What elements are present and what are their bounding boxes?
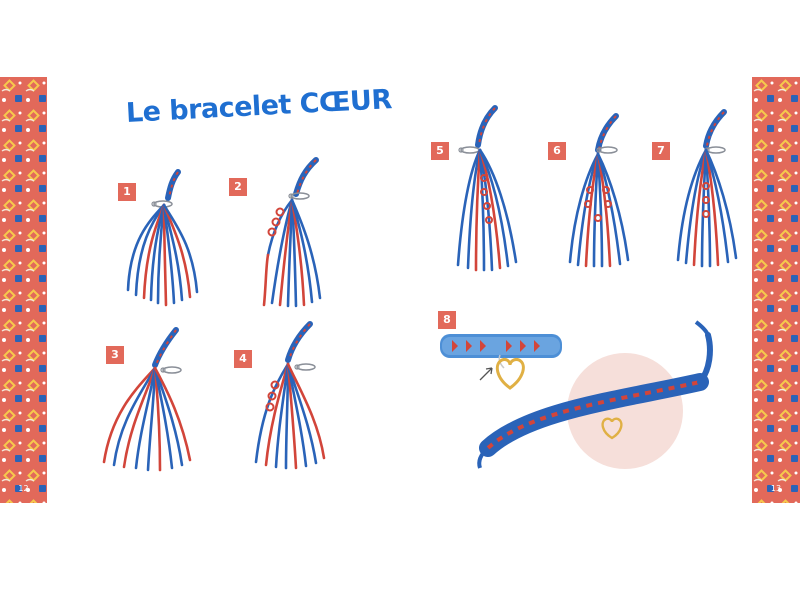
step-badge-4: 4 xyxy=(234,350,252,368)
page-number-right: 13 xyxy=(770,484,782,493)
patterned-border-right xyxy=(752,77,800,503)
patterned-border-left xyxy=(0,77,47,503)
arrow-icon xyxy=(479,367,493,381)
step-7-illustration xyxy=(676,109,738,268)
step-badge-8: 8 xyxy=(438,311,456,329)
step-badge-1: 1 xyxy=(118,183,136,201)
step-badge-6: 6 xyxy=(548,142,566,160)
step-5-illustration xyxy=(456,105,518,272)
finished-bracelet xyxy=(477,320,713,469)
page-number-left: 12 xyxy=(18,484,29,493)
heart-charm-icon xyxy=(601,417,623,440)
step-1-illustration xyxy=(126,169,199,307)
heart-charm-icon xyxy=(495,358,525,390)
step-3-illustration xyxy=(102,327,192,472)
safety-pin-icon xyxy=(294,363,316,371)
right-decorative-margin: 13 xyxy=(752,77,800,503)
step-badge-7: 7 xyxy=(652,142,670,160)
step-4-illustration xyxy=(254,321,326,470)
step-2-illustration xyxy=(262,157,322,308)
step-8-bracelet-detail xyxy=(440,334,562,390)
safety-pin-icon xyxy=(160,366,182,374)
step-badge-2: 2 xyxy=(229,178,247,196)
left-decorative-margin: 12 xyxy=(0,77,47,503)
safety-pin-icon xyxy=(458,146,480,154)
step-6-illustration xyxy=(568,113,630,268)
step-badge-3: 3 xyxy=(106,346,124,364)
step-badge-5: 5 xyxy=(431,142,449,160)
